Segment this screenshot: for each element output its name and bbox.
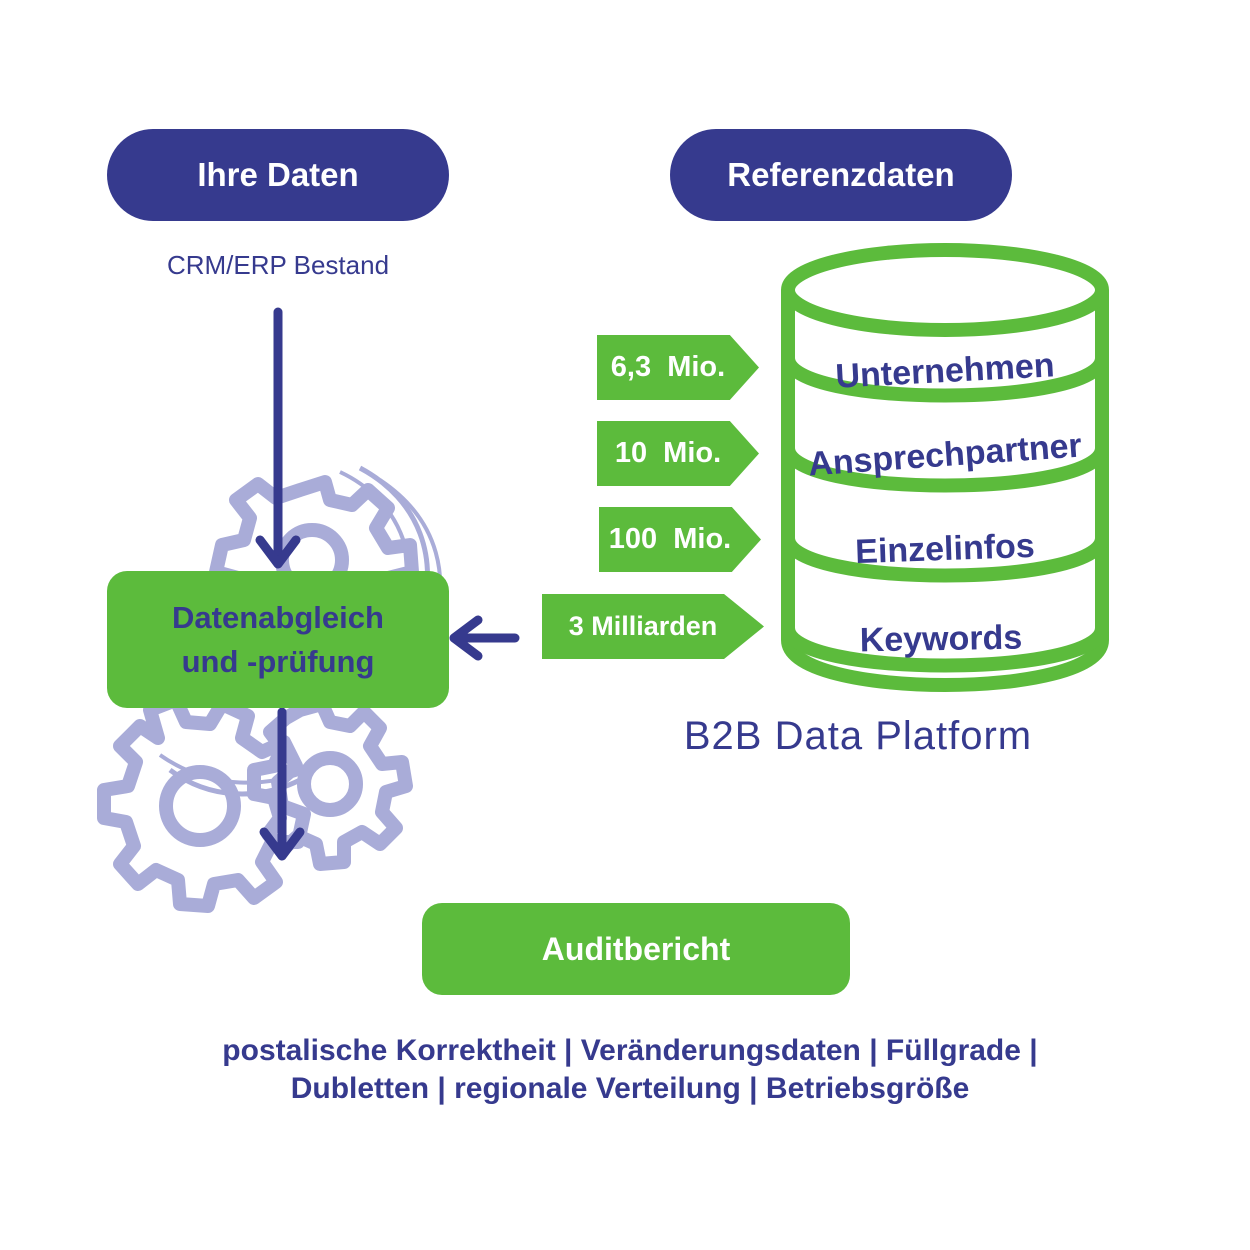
process-box: Datenabgleich und -prüfung [107, 571, 449, 708]
header-referenzdaten: Referenzdaten [670, 129, 1012, 221]
audit-box-label: Auditbericht [541, 930, 731, 967]
count-tag-keywords: 3 Milliarden [542, 594, 764, 659]
crm-erp-subtitle: CRM/ERP Bestand [166, 250, 390, 280]
process-box-line1: Datenabgleich [172, 599, 384, 635]
count-tag-einzelinfos: 100 Mio. [599, 507, 761, 572]
arrow-head-down-top [255, 535, 301, 569]
audit-details-line2: Dubletten | regionale Verteilung | Betri… [290, 1072, 970, 1105]
arrow-head-down-bottom [259, 827, 305, 861]
header-ihre-daten: Ihre Daten [107, 129, 449, 221]
platform-label: B2B Data Platform [683, 714, 1033, 758]
arrow-head-left [449, 615, 483, 661]
flow-arrows [255, 307, 520, 861]
process-box-line2: und -prüfung [181, 643, 375, 679]
count-tag-unternehmen: 6,3 Mio. [597, 335, 759, 400]
audit-details: postalische Korrektheit | Veränderungsda… [150, 1032, 1110, 1108]
header-ihre-daten-label: Ihre Daten [197, 156, 359, 193]
layer-label-keywords: Keywords [859, 618, 1023, 660]
audit-details-line1: postalische Korrektheit | Veränderungsda… [222, 1034, 1038, 1067]
count-tag-ansprechpartner: 10 Mio. [597, 421, 759, 486]
database-cylinder-icon [781, 243, 1109, 692]
audit-box: Auditbericht [422, 903, 850, 995]
header-referenzdaten-label: Referenzdaten [727, 156, 955, 193]
